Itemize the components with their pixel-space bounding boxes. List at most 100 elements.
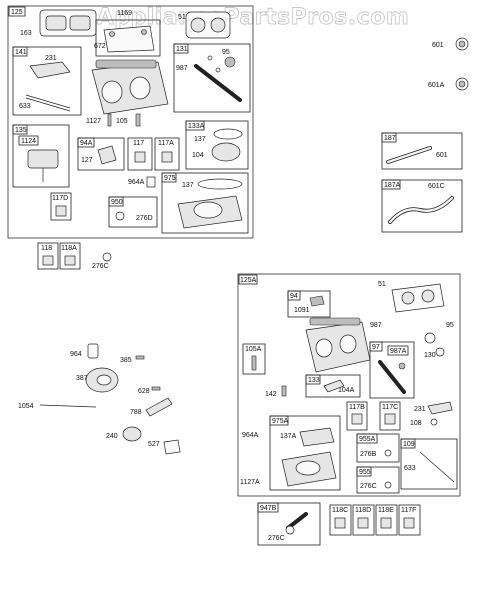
part-964[interactable] — [87, 343, 99, 359]
callout-125: 125 — [11, 9, 23, 16]
fuel-line-187A[interactable] — [388, 196, 454, 224]
jet-118A[interactable] — [64, 255, 76, 266]
callout-117B: 117B — [349, 404, 365, 411]
callout-964A: 964A — [128, 179, 145, 186]
spring-108[interactable] — [430, 418, 438, 426]
callout-955: 955 — [359, 469, 371, 476]
callout-1127A: 1127A — [240, 479, 260, 486]
callout-133A: 133A — [188, 123, 205, 130]
governor-lever-231[interactable] — [25, 61, 71, 112]
jet-117C[interactable] — [384, 413, 396, 425]
callout-95-lower: 95 — [446, 322, 454, 329]
callout-231: 231 — [45, 55, 57, 62]
callout-117D: 117D — [52, 195, 68, 202]
link-633-lower[interactable] — [419, 451, 455, 483]
callout-118E: 118E — [378, 507, 394, 514]
group-frame-125A — [237, 273, 461, 497]
carburetor-body-lower[interactable] — [305, 317, 371, 373]
jet-117[interactable] — [134, 151, 146, 163]
jet-118[interactable] — [42, 255, 54, 266]
box-975A — [269, 415, 341, 491]
callout-117C: 117C — [382, 404, 398, 411]
callout-127: 127 — [81, 157, 93, 164]
washer-950[interactable] — [115, 211, 125, 221]
jet-117B[interactable] — [351, 413, 363, 425]
box-955 — [356, 466, 400, 494]
screw-105[interactable] — [135, 113, 141, 127]
throttle-shaft-131[interactable] — [194, 55, 242, 102]
box-118D — [352, 504, 375, 536]
callout-1054: 1054 — [18, 403, 34, 410]
callout-276C: 276C — [92, 263, 109, 270]
callout-240: 240 — [106, 433, 118, 440]
fuel-pump-387[interactable] — [85, 367, 119, 393]
clamp-601[interactable] — [455, 37, 469, 51]
callout-1169: 1169 — [117, 10, 132, 17]
box-947B — [257, 502, 321, 546]
callout-51-lower: 51 — [378, 281, 386, 288]
screw-1127[interactable] — [107, 113, 112, 127]
box-117F — [398, 504, 421, 536]
gasket-104A[interactable] — [323, 379, 345, 393]
jet-117D[interactable] — [55, 205, 67, 217]
washer-276C-lower[interactable] — [384, 481, 392, 489]
callout-955A: 955A — [359, 436, 376, 443]
callout-104: 104 — [192, 152, 204, 159]
box-955A — [356, 433, 400, 463]
callout-118D: 118D — [355, 507, 371, 514]
clip-527[interactable] — [163, 439, 181, 455]
fuel-bowl-975[interactable] — [177, 178, 243, 229]
jet-117F[interactable] — [403, 517, 415, 529]
screw-628[interactable] — [151, 386, 161, 391]
solenoid-947B[interactable] — [285, 512, 308, 535]
throttle-shaft-97[interactable] — [378, 360, 406, 394]
wire-1054[interactable] — [39, 404, 97, 408]
box-117D — [50, 192, 72, 221]
lever-231-lower[interactable] — [427, 401, 453, 415]
callout-628: 628 — [138, 388, 150, 395]
callout-527: 527 — [148, 441, 160, 448]
callout-187A: 187A — [384, 182, 401, 189]
gasket-51-lower[interactable] — [391, 283, 445, 313]
jet-127[interactable] — [97, 145, 117, 165]
gasket-672[interactable] — [95, 19, 161, 57]
jet-118E[interactable] — [380, 517, 392, 529]
float-1124[interactable] — [27, 149, 59, 182]
box-133A — [185, 120, 249, 170]
box-118 — [37, 242, 59, 270]
bowl-gasket-133A[interactable] — [211, 128, 243, 162]
screw-142[interactable] — [281, 385, 287, 397]
callout-975A: 975A — [272, 418, 289, 425]
solenoid-240[interactable] — [122, 426, 142, 442]
callout-187-601: 601 — [436, 152, 448, 159]
callout-137A: 137A — [280, 433, 297, 440]
jet-118C[interactable] — [334, 517, 346, 529]
bracket-788[interactable] — [145, 397, 173, 417]
fuel-bowl-975A[interactable] — [281, 427, 337, 487]
box-97 — [369, 341, 415, 399]
box-141 — [12, 46, 82, 116]
group-tag-box-125A — [238, 274, 258, 285]
callout-142: 142 — [265, 391, 277, 398]
callout-1091: 1091 — [294, 307, 310, 314]
screw-1091[interactable] — [309, 295, 325, 307]
washer-276B[interactable] — [384, 449, 392, 457]
jet-118D[interactable] — [357, 517, 369, 529]
clamp-601A[interactable] — [455, 77, 469, 91]
gasket-51[interactable] — [185, 11, 231, 39]
callout-1124: 1124 — [21, 138, 36, 145]
washer-276C[interactable] — [102, 252, 112, 262]
part-964A[interactable] — [146, 176, 156, 188]
group-frame-125 — [7, 5, 254, 239]
box-133 — [305, 374, 361, 398]
carburetor-body[interactable] — [91, 59, 169, 115]
gasket-163[interactable] — [39, 9, 97, 37]
screw-385[interactable] — [135, 355, 145, 360]
callout-95: 95 — [222, 49, 230, 56]
callout-788: 788 — [130, 409, 142, 416]
screw-105A[interactable] — [251, 355, 257, 371]
jet-117A[interactable] — [161, 151, 173, 163]
callout-601: 601 — [432, 42, 444, 49]
choke-plate-95[interactable] — [424, 332, 445, 357]
fuel-line-187[interactable] — [386, 146, 432, 164]
